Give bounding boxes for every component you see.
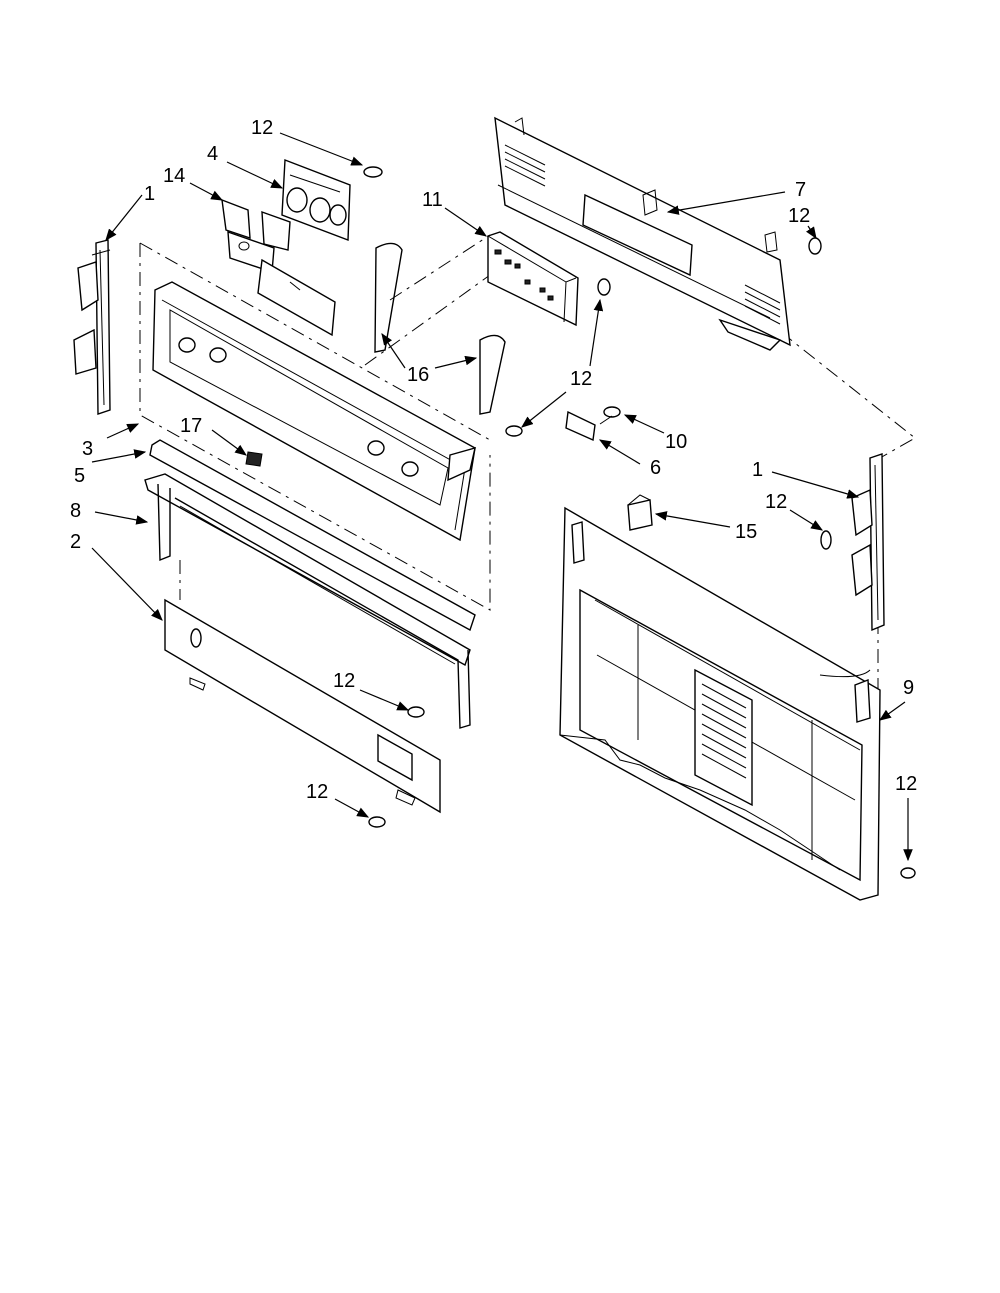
callout-12-access: 12 [306,781,328,803]
callout-12-rear: 12 [788,205,810,227]
callout-11: 11 [422,189,443,211]
callout-16: 16 [407,364,429,386]
callout-17: 17 [180,415,202,437]
callout-15: 15 [735,521,757,543]
callout-1-right: 1 [752,459,763,481]
callout-10: 10 [665,431,687,453]
manifold-rear-panel [494,116,791,351]
callout-14: 14 [163,165,185,187]
screw-12-console [505,425,523,437]
callout-5: 5 [74,465,85,487]
callout-12-clock: 12 [570,368,592,390]
lower-support-bracket [144,473,471,729]
screw-12-lower [407,706,425,718]
callout-2: 2 [70,531,81,553]
callout-4: 4 [207,143,218,165]
retaining-clip [627,494,653,531]
rear-back-panel [559,506,881,901]
screw-12-bracket-right [820,530,832,550]
console-trim-strip [149,439,476,632]
screw-12-clock [597,278,611,296]
callout-12-back: 12 [895,773,917,795]
electronic-control-clock [487,231,579,327]
callout-9: 9 [903,677,914,699]
brand-badge [245,451,263,467]
callout-3: 3 [82,438,93,460]
callout-12-top: 12 [251,117,273,139]
callout-8: 8 [70,500,81,522]
callout-7: 7 [795,179,806,201]
callout-6: 6 [650,457,661,479]
screw-12-rear-panel [808,237,822,255]
screw-group [363,166,916,879]
wiring-harness [374,242,506,415]
screw-12-top [363,166,383,178]
infinite-switch-assembly [281,159,351,242]
small-bracket-and-screw [565,406,621,442]
callout-1-left: 1 [144,183,155,205]
control-console-panel [152,258,476,542]
end-cap-bracket-right [851,453,885,632]
callout-12-lower: 12 [333,670,355,692]
switch-mount-bracket [221,198,291,273]
end-cap-bracket-left [73,239,111,415]
callout-labels: 12 4 14 1 11 7 12 16 12 3 17 5 8 2 10 6 … [70,117,917,803]
screw-12-access-panel [368,816,386,828]
access-panel [164,598,441,814]
callout-12-right-bracket: 12 [765,491,787,513]
leader-lines [91,132,913,862]
screw-12-back-panel [900,867,916,879]
